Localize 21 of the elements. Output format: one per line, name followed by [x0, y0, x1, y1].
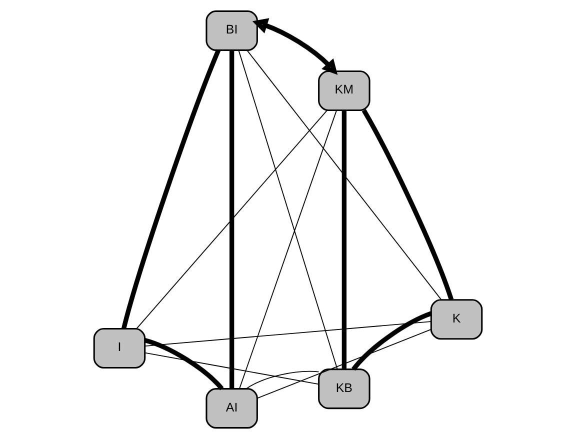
connector — [136, 110, 328, 330]
arrow — [252, 18, 338, 75]
connector — [238, 110, 337, 390]
connector — [342, 110, 347, 369]
connector — [144, 338, 224, 390]
connector — [144, 352, 320, 385]
connector — [352, 311, 432, 371]
connector — [229, 50, 234, 389]
node-box: I — [93, 328, 146, 369]
connector — [246, 50, 442, 300]
connector — [246, 370, 320, 390]
node-box: KB — [318, 368, 370, 410]
node-box: K — [430, 299, 483, 340]
connector — [144, 321, 432, 346]
connector — [238, 50, 338, 370]
connector — [362, 109, 454, 301]
connector — [256, 329, 432, 399]
node-box: BI — [206, 10, 258, 51]
node-box: AI — [206, 388, 258, 429]
node-box: KM — [318, 70, 370, 112]
connector — [122, 49, 221, 330]
